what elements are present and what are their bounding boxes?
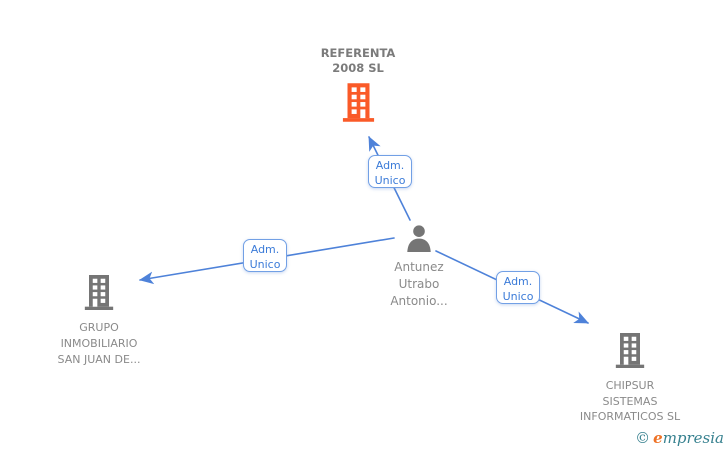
building-icon (84, 275, 114, 310)
edge-label-line: Unico (249, 258, 281, 271)
company-name: CHIPSUR SISTEMAS INFORMATICOS SL (566, 378, 694, 425)
edge-label-line: Unico (374, 174, 406, 187)
edge-label-adm-unico: Adm. Unico (496, 271, 540, 304)
edge-label-line: Adm. (250, 243, 280, 256)
company-name-line: INFORMATICOS SL (579, 410, 681, 423)
edge-label-line: Adm. (503, 275, 533, 288)
company-name-line: SISTEMAS (602, 394, 658, 408)
edge-label-line: Unico (502, 290, 534, 303)
company-name-line: CHIPSUR (605, 379, 655, 392)
edge-label-line: Adm. (375, 159, 405, 172)
company-name: GRUPO INMOBILIARIO SAN JUAN DE... (37, 320, 161, 368)
person-name-line: Antonio... (390, 294, 448, 308)
building-icon (615, 333, 645, 368)
node-company-chipsur[interactable]: CHIPSUR SISTEMAS INFORMATICOS SL (566, 333, 694, 425)
copyright-symbol: © (635, 429, 651, 447)
node-company-referenta[interactable]: REFERENTA 2008 SL (296, 46, 420, 126)
company-name: REFERENTA 2008 SL (296, 46, 420, 76)
edge-label-adm-unico: Adm. Unico (368, 155, 412, 188)
company-name-line: SAN JUAN DE... (57, 353, 141, 366)
node-person-antunez[interactable]: Antunez Utrabo Antonio... (368, 225, 470, 310)
edge-label-adm-unico: Adm. Unico (243, 239, 287, 272)
node-company-grupo-inmobiliario[interactable]: GRUPO INMOBILIARIO SAN JUAN DE... (37, 275, 161, 368)
brand-name: mpresia (662, 429, 724, 447)
company-name-line: INMOBILIARIO (60, 337, 138, 350)
brand-initial: e (653, 429, 663, 447)
person-icon (407, 225, 431, 252)
building-icon (342, 83, 374, 122)
person-name-line: Antunez (394, 260, 444, 274)
person-name: Antunez Utrabo Antonio... (368, 259, 470, 310)
empresia-logo: ©empresia (635, 429, 724, 447)
company-name-line: REFERENTA (320, 46, 396, 60)
person-name-line: Utrabo (398, 277, 440, 291)
company-name-line: GRUPO (79, 321, 119, 334)
company-name-line: 2008 SL (332, 61, 384, 75)
